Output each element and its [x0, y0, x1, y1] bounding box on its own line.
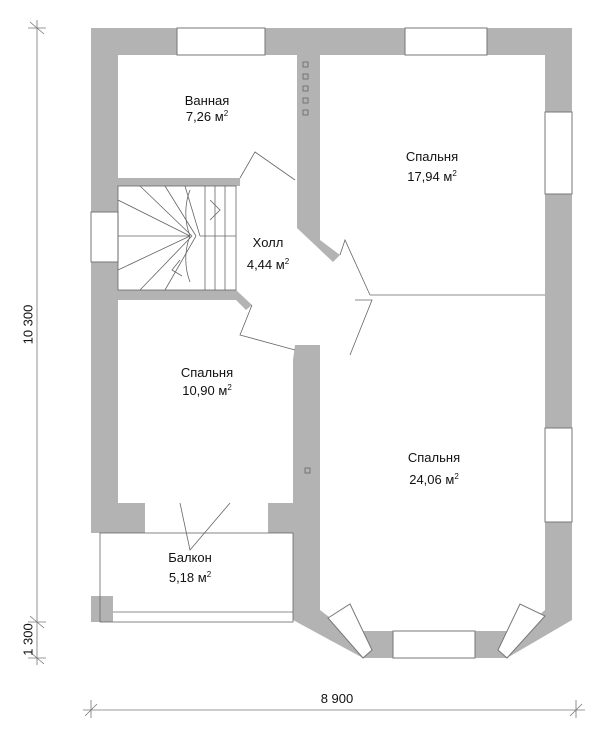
- room-label-hall: Холл 4,44 м2: [247, 235, 289, 273]
- bottom-wall-left: [91, 503, 145, 533]
- room-name: Балкон: [168, 550, 212, 565]
- room-label-bedroom-3: Спальня 24,06 м2: [408, 450, 460, 488]
- dimension-lines: [28, 20, 585, 718]
- unit-sup: 2: [223, 109, 229, 118]
- room-label-bedroom-2: Спальня 10,90 м2: [181, 365, 233, 399]
- window: [404, 27, 488, 56]
- unit-sup: 2: [454, 472, 459, 481]
- partition-wall-bottom: [293, 345, 320, 503]
- balcony-post: [91, 596, 113, 622]
- room-area: 17,94 м: [407, 169, 453, 184]
- room-label-balcony: Балкон 5,18 м2: [168, 550, 212, 586]
- window: [497, 603, 546, 659]
- room-name: Ванная: [184, 93, 230, 108]
- window: [544, 427, 573, 523]
- balcony-door-swing: [179, 502, 231, 551]
- window: [176, 27, 266, 56]
- dimension-height-bay: 1 300: [20, 623, 36, 656]
- bottom-wall-right: [268, 503, 320, 533]
- top-wall: [91, 28, 572, 55]
- window: [90, 211, 119, 263]
- fixtures: [99, 61, 545, 623]
- stair-treads: [117, 185, 236, 291]
- dimension-height-main: 10 300: [20, 304, 36, 345]
- partition-wall-top: [297, 55, 340, 262]
- room-label-bedroom-1: Спальня 17,94 м2: [406, 149, 458, 185]
- staircase: [117, 185, 237, 291]
- balcony-door: [145, 503, 268, 533]
- room-name: Спальня: [405, 149, 459, 164]
- room-area: 7,26 м: [185, 109, 224, 124]
- unit-sup: 2: [206, 570, 212, 579]
- window: [327, 603, 373, 659]
- room-name: Спальня: [180, 365, 234, 380]
- room-area: 10,90 м: [182, 383, 228, 398]
- bath-door: [239, 151, 296, 181]
- room-area: 4,44 м: [246, 257, 285, 272]
- stair-arrows: [171, 199, 221, 277]
- bedroom-door: [349, 299, 373, 356]
- unit-sup: 2: [227, 383, 232, 392]
- bedroom-door: [239, 304, 296, 351]
- room-area: 5,18 м: [168, 570, 207, 585]
- bay-left-wall: [293, 503, 372, 658]
- bedroom-door: [339, 238, 371, 296]
- room-area: 24,06 м: [409, 472, 455, 487]
- unit-sup: 2: [284, 257, 290, 266]
- room-name: Спальня: [407, 450, 461, 465]
- bath-wall: [118, 178, 240, 186]
- windows: [90, 27, 573, 659]
- stair-wall: [118, 290, 252, 310]
- room-name: Холл: [252, 235, 284, 250]
- walls: [91, 28, 572, 658]
- window: [392, 630, 476, 659]
- window: [544, 111, 573, 195]
- dimension-width: 8 900: [320, 691, 354, 706]
- unit-sup: 2: [452, 169, 457, 178]
- left-wall: [91, 28, 118, 533]
- balcony-rail: [99, 532, 294, 623]
